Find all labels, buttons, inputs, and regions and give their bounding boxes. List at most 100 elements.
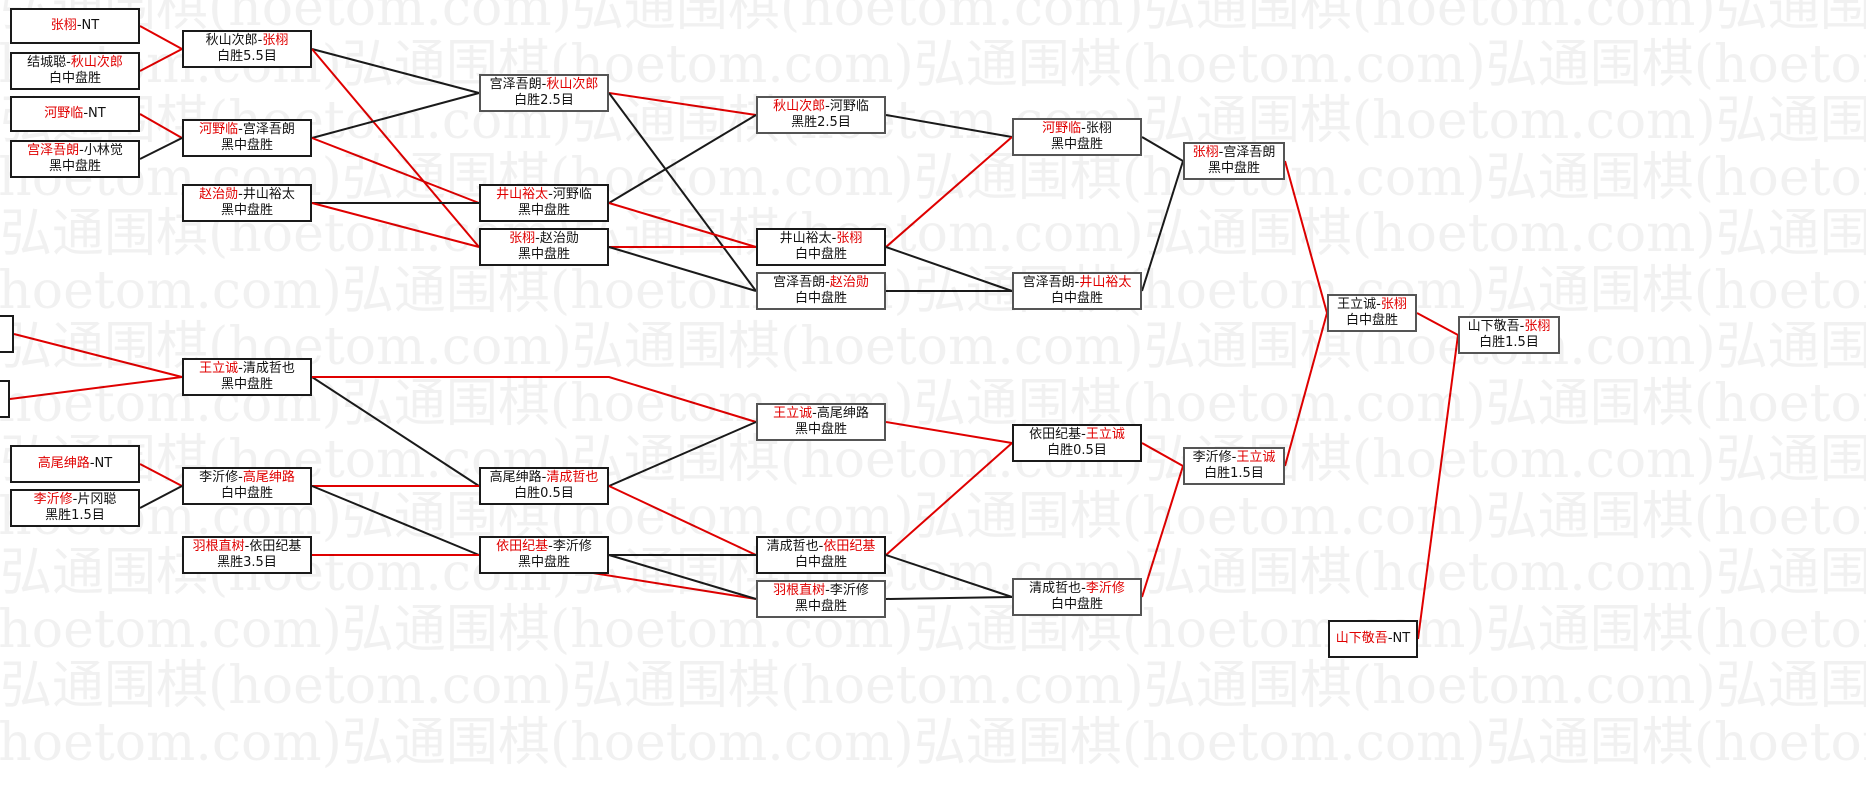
player-2: 依田纪基 — [823, 539, 876, 554]
player-2: 依田纪基 — [249, 539, 302, 554]
player-2: 井山裕太 — [242, 187, 295, 202]
match-players: 宫泽吾朗-秋山次郎 — [490, 77, 599, 93]
match-players: 井山裕太-张栩 — [780, 231, 863, 247]
vs-dash: - — [831, 231, 837, 246]
match-box-r5c: 依田纪基-王立诚白胜0.5目 — [1012, 424, 1142, 462]
player-1: 李沂修 — [1192, 450, 1232, 465]
connector-r5c-r6b — [1141, 442, 1184, 467]
player-1: 宫泽吾朗 — [773, 275, 826, 290]
connector-r4d-r5c — [885, 421, 1013, 444]
match-box-r1e — [0, 315, 14, 353]
player-1: 王立诚 — [773, 406, 813, 421]
player-1: 宫泽吾朗 — [1022, 275, 1075, 290]
match-result: 白胜2.5目 — [514, 93, 574, 108]
match-box-r4c: 宫泽吾朗-赵治勋白中盘胜 — [756, 272, 886, 310]
player-2: 王立诚 — [1236, 450, 1276, 465]
connector-r2b-r3b — [311, 137, 480, 204]
match-players: 李沂修-王立诚 — [1193, 450, 1276, 466]
vs-dash: - — [548, 187, 553, 202]
match-box-r3b: 井山裕太-河野临黑中盘胜 — [479, 184, 609, 222]
player-2: 小林觉 — [83, 143, 123, 158]
player-1: 河野临 — [44, 106, 84, 121]
player-1: 河野临 — [1042, 121, 1082, 136]
vs-dash: - — [89, 456, 95, 471]
player-2: 河野临 — [829, 99, 869, 114]
connector-r5b-r6a — [1141, 160, 1184, 292]
match-box-r1f — [0, 380, 10, 418]
match-result: 黑中盘胜 — [48, 159, 101, 174]
connector-r4a-r5a — [885, 114, 1013, 138]
player-1: 依田纪基 — [1029, 427, 1082, 442]
match-result: 黑中盘胜 — [794, 599, 847, 614]
vs-dash: - — [1218, 145, 1224, 160]
connector-r3c-r4c — [608, 246, 757, 292]
vs-dash: - — [1519, 319, 1525, 334]
player-1: 羽根直树 — [773, 583, 826, 598]
player-2: 清成哲也 — [546, 470, 599, 485]
match-box-r4e: 清成哲也-依田纪基白中盘胜 — [756, 536, 886, 574]
match-box-r8a: 山下敬吾-张栩白胜1.5目 — [1458, 316, 1560, 354]
player-2: 井山裕太 — [1079, 275, 1132, 290]
player-2: 张栩 — [836, 231, 863, 246]
match-players: 山下敬吾-NT — [1336, 631, 1410, 647]
match-box-r4a: 秋山次郎-河野临黑胜2.5目 — [756, 96, 886, 134]
match-players: 羽根直树-依田纪基 — [193, 539, 302, 555]
connector-r1e-r2d — [13, 333, 183, 378]
match-result: 白中盘胜 — [1050, 597, 1103, 612]
match-result: 白胜0.5目 — [1047, 443, 1107, 458]
match-result: 黑胜3.5目 — [217, 555, 277, 570]
match-players: 赵治勋-井山裕太 — [199, 187, 295, 203]
vs-dash: - — [812, 406, 817, 421]
match-players: 张栩-赵治勋 — [509, 231, 579, 247]
player-2: 清成哲也 — [242, 361, 295, 376]
player-1: 河野临 — [199, 122, 239, 137]
match-result: 白中盘胜 — [220, 486, 273, 501]
player-2: 高尾绅路 — [816, 406, 869, 421]
connector-r4e-r5d — [885, 554, 1013, 598]
match-players: 清成哲也-依田纪基 — [767, 539, 876, 555]
match-box-r1b: 结城聪-秋山次郎白中盘胜 — [10, 52, 140, 90]
match-result: 白胜1.5目 — [1479, 335, 1539, 350]
match-box-r2a: 秋山次郎-张栩白胜5.5目 — [182, 30, 312, 68]
player-1: 清成哲也 — [766, 539, 819, 554]
connector-r3d-r4e — [608, 485, 757, 556]
match-box-r3d: 高尾绅路-清成哲也白胜0.5目 — [479, 467, 609, 505]
match-box-r1d: 宫泽吾朗-小林觉黑中盘胜 — [10, 140, 140, 178]
match-result: 黑胜2.5目 — [791, 115, 851, 130]
connector-r4f-r5d — [885, 596, 1013, 600]
vs-dash: - — [72, 492, 78, 507]
connector-r1d-r2b — [139, 137, 183, 160]
connector-r1f-r2d — [9, 376, 183, 400]
vs-dash: - — [66, 55, 71, 70]
match-players: 高尾绅路-NT — [38, 456, 112, 472]
match-box-r1h: 李沂修-片冈聪黑胜1.5目 — [10, 489, 140, 527]
connector-r1b-r2a — [139, 48, 183, 72]
match-result: 白胜0.5目 — [514, 486, 574, 501]
player-1: 宫泽吾朗 — [489, 77, 542, 92]
match-players: 秋山次郎-河野临 — [773, 99, 869, 115]
match-result: 黑中盘胜 — [794, 422, 847, 437]
player-2: NT — [81, 18, 100, 33]
connector-r2d-r3d — [311, 376, 480, 487]
match-box-r7b: 山下敬吾-NT — [1328, 620, 1418, 658]
match-box-r6a: 张栩-宫泽吾朗黑中盘胜 — [1183, 142, 1285, 180]
match-result: 白胜1.5目 — [1204, 466, 1264, 481]
match-box-r6b: 李沂修-王立诚白胜1.5目 — [1183, 447, 1285, 485]
connector-r1c-r2b — [139, 113, 183, 139]
match-result: 黑中盘胜 — [517, 203, 570, 218]
match-players: 王立诚-高尾绅路 — [773, 406, 869, 422]
vs-dash: - — [825, 583, 830, 598]
match-result: 白中盘胜 — [1345, 313, 1398, 328]
match-box-r2d: 王立诚-清成哲也黑中盘胜 — [182, 358, 312, 396]
vs-dash: - — [548, 539, 553, 554]
match-players: 井山裕太-河野临 — [496, 187, 592, 203]
player-1: 宫泽吾朗 — [27, 143, 80, 158]
connector-r3a-r4a — [608, 92, 757, 116]
player-1: 李沂修 — [199, 470, 239, 485]
vs-dash: - — [1074, 275, 1080, 290]
player-1: 李沂修 — [33, 492, 73, 507]
vs-dash: - — [535, 231, 540, 246]
player-2: 赵治勋 — [539, 231, 579, 246]
connector-r1g-r2e — [139, 463, 183, 487]
